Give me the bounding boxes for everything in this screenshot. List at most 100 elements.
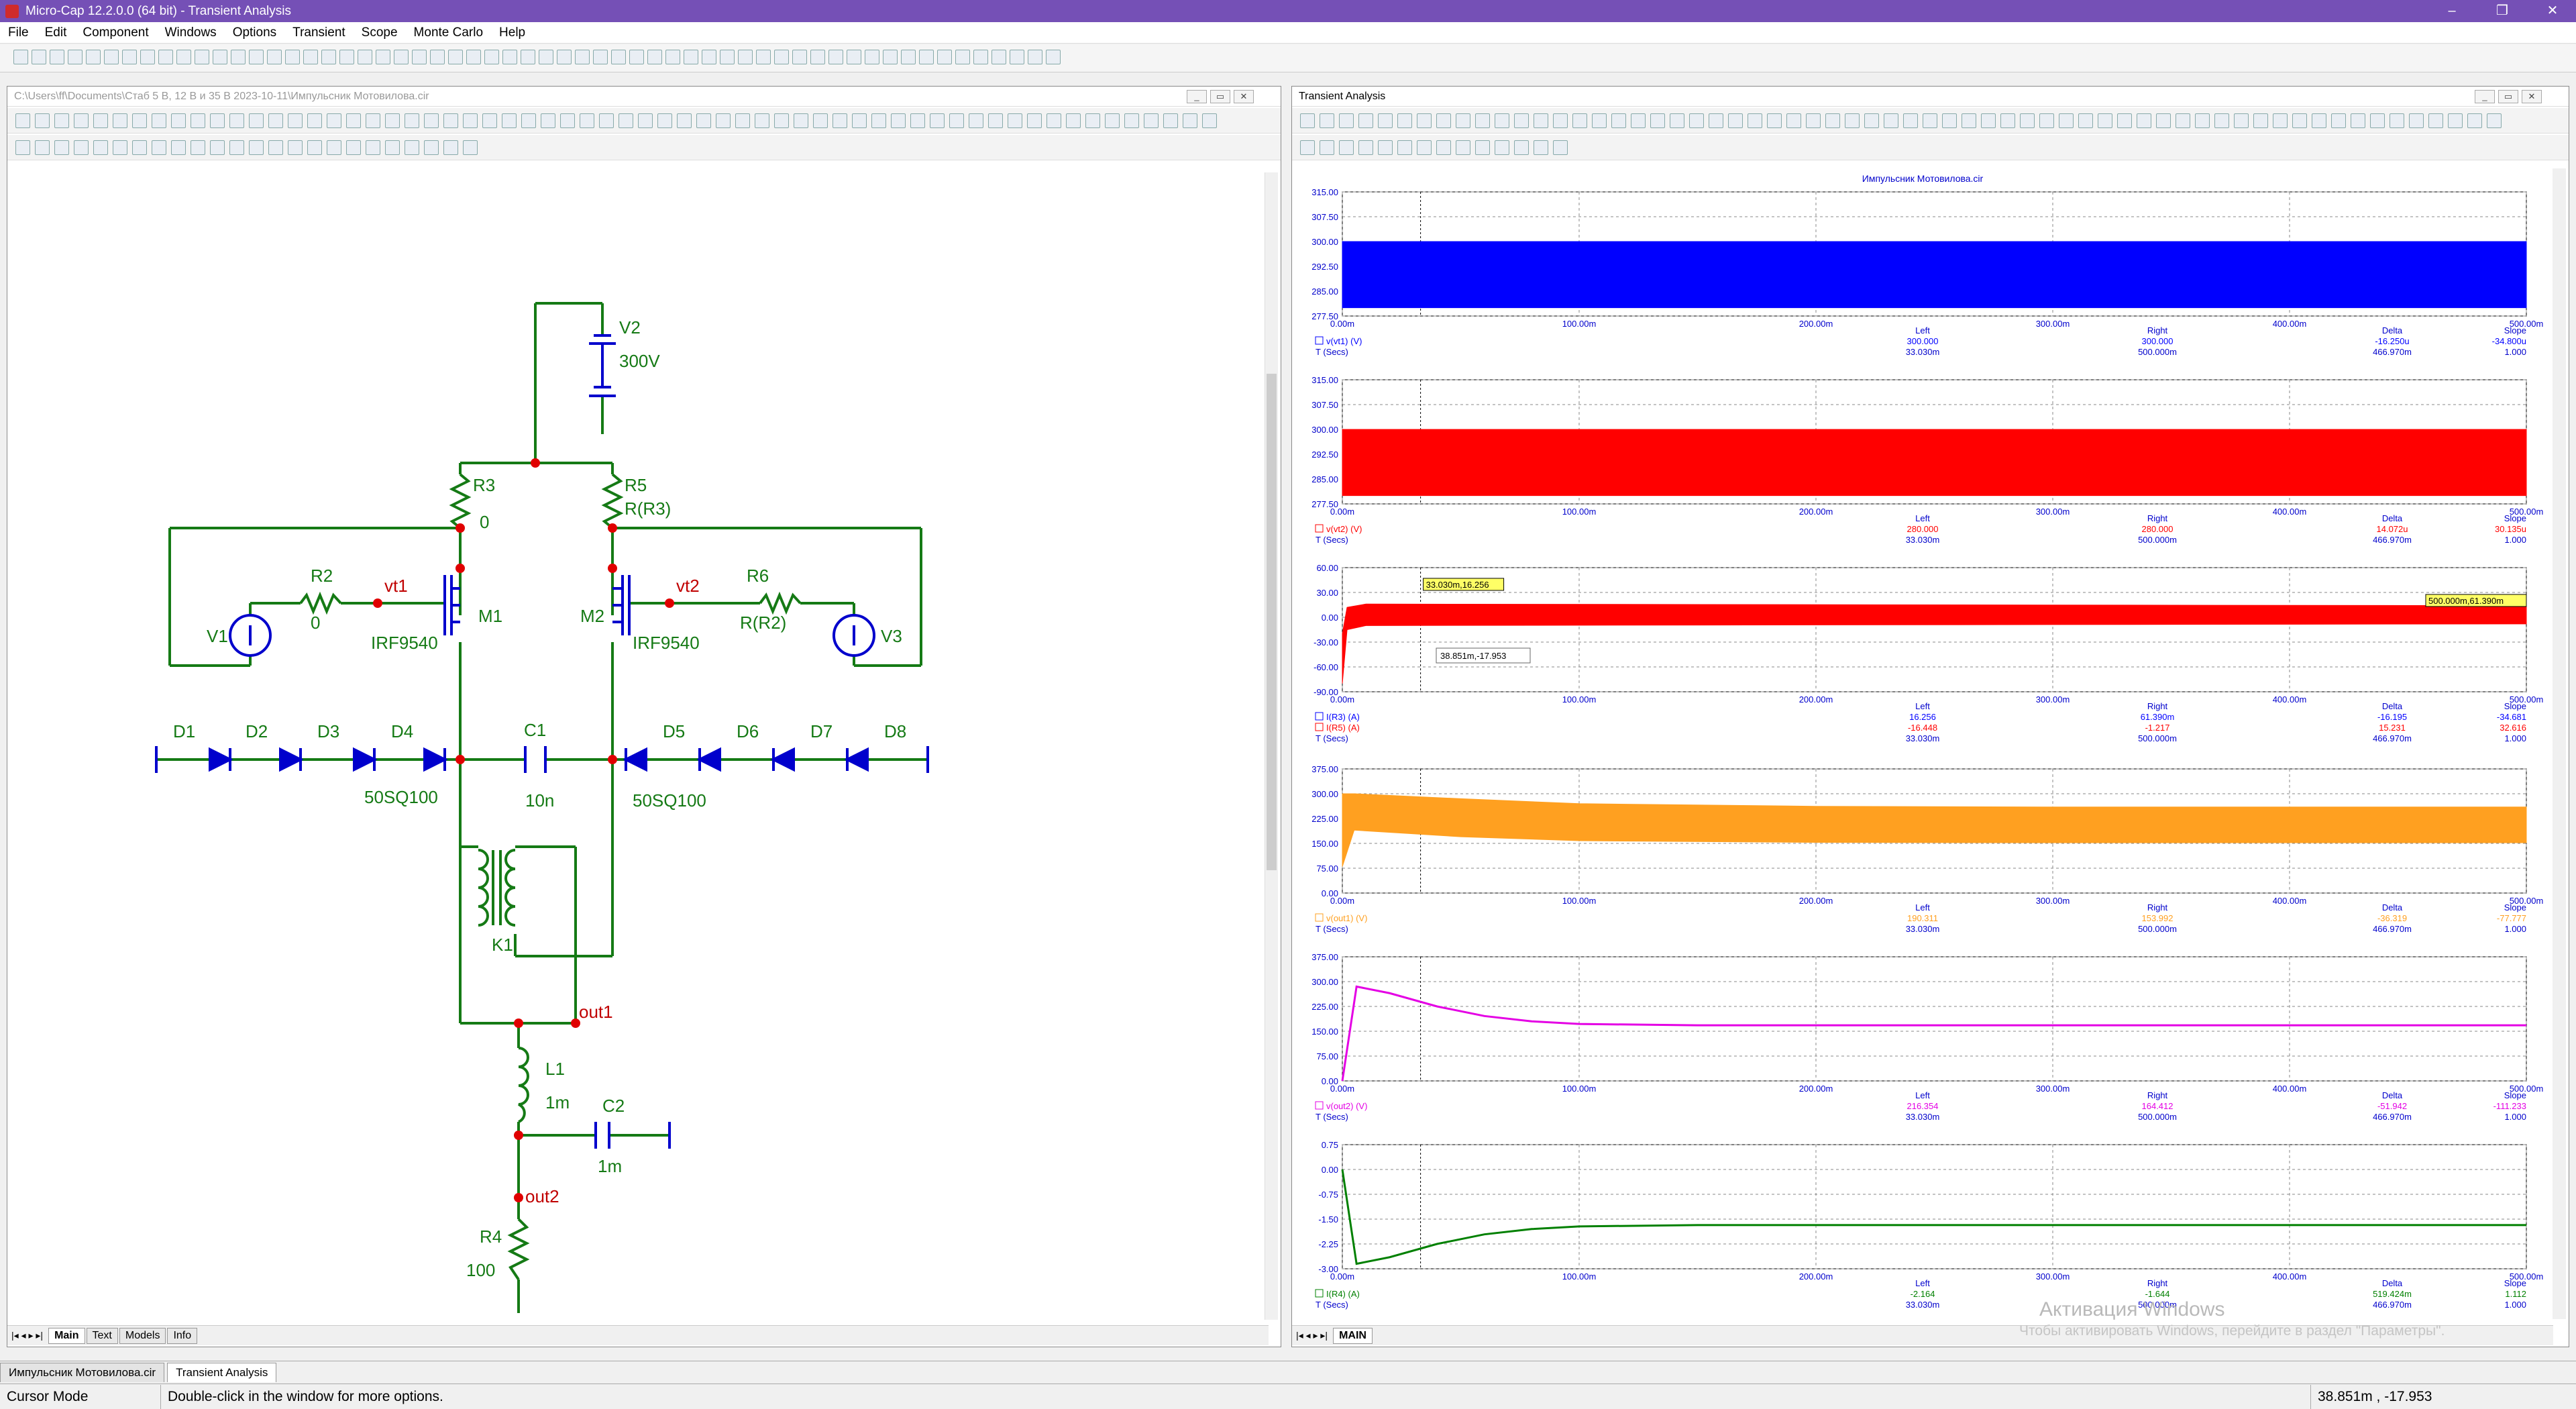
- toolbar-button[interactable]: [502, 50, 517, 64]
- toolbar-button[interactable]: [599, 113, 614, 128]
- toolbar-button[interactable]: [1611, 113, 1626, 128]
- toolbar-button[interactable]: [813, 113, 828, 128]
- toolbar-button[interactable]: [152, 113, 166, 128]
- menu-windows[interactable]: Windows: [164, 25, 217, 40]
- schematic-scroll-thumb[interactable]: [1267, 374, 1277, 870]
- menu-scope[interactable]: Scope: [361, 25, 398, 40]
- toolbar-button[interactable]: [919, 50, 934, 64]
- toolbar-button[interactable]: [988, 113, 1003, 128]
- toolbar-button[interactable]: [482, 113, 497, 128]
- toolbar-button[interactable]: [35, 113, 50, 128]
- toolbar-button[interactable]: [2214, 113, 2229, 128]
- toolbar-button[interactable]: [268, 113, 283, 128]
- toolbar-button[interactable]: [122, 50, 137, 64]
- toolbar-button[interactable]: [684, 50, 698, 64]
- toolbar-button[interactable]: [833, 113, 847, 128]
- voltage-sources[interactable]: [229, 614, 875, 657]
- toolbar-button[interactable]: [385, 113, 400, 128]
- toolbar-button[interactable]: [2292, 113, 2307, 128]
- toolbar-button[interactable]: [1105, 113, 1120, 128]
- toolbar-button[interactable]: [213, 50, 227, 64]
- toolbar-button[interactable]: [54, 140, 69, 155]
- menu-monte-carlo[interactable]: Monte Carlo: [413, 25, 484, 40]
- toolbar-button[interactable]: [140, 50, 155, 64]
- capacitors[interactable]: [524, 746, 671, 1149]
- toolbar-button[interactable]: [132, 140, 147, 155]
- toolbar-button[interactable]: [152, 140, 166, 155]
- transient-close-button[interactable]: ✕: [2522, 90, 2542, 103]
- toolbar-button[interactable]: [1417, 140, 1432, 155]
- toolbar-button[interactable]: [2234, 113, 2249, 128]
- toolbar-button[interactable]: [307, 113, 322, 128]
- schematic-minimize-button[interactable]: _: [1187, 90, 1207, 103]
- toolbar-button[interactable]: [1397, 113, 1412, 128]
- toolbar-button[interactable]: [619, 113, 633, 128]
- toolbar-button[interactable]: [321, 50, 336, 64]
- toolbar-button[interactable]: [1514, 113, 1529, 128]
- toolbar-button[interactable]: [376, 50, 390, 64]
- trace-legend-box[interactable]: [1315, 336, 1324, 345]
- toolbar-button[interactable]: [1358, 140, 1373, 155]
- toolbar-button[interactable]: [657, 113, 672, 128]
- toolbar-button[interactable]: [346, 140, 361, 155]
- toolbar-button[interactable]: [339, 50, 354, 64]
- toolbar-button[interactable]: [638, 113, 653, 128]
- toolbar-button[interactable]: [1650, 113, 1665, 128]
- toolbar-button[interactable]: [521, 113, 536, 128]
- toolbar-button[interactable]: [104, 50, 119, 64]
- toolbar-button[interactable]: [2117, 113, 2132, 128]
- toolbar-button[interactable]: [1631, 113, 1646, 128]
- toolbar-button[interactable]: [430, 50, 445, 64]
- toolbar-button[interactable]: [2331, 113, 2346, 128]
- toolbar-button[interactable]: [1475, 113, 1490, 128]
- toolbar-button[interactable]: [443, 113, 458, 128]
- toolbar-button[interactable]: [1456, 113, 1470, 128]
- toolbar-button[interactable]: [2195, 113, 2210, 128]
- toolbar-button[interactable]: [366, 140, 380, 155]
- toolbar-button[interactable]: [1397, 140, 1412, 155]
- toolbar-button[interactable]: [883, 50, 898, 64]
- toolbar-button[interactable]: [358, 50, 372, 64]
- toolbar-button[interactable]: [2273, 113, 2288, 128]
- menu-help[interactable]: Help: [499, 25, 526, 40]
- toolbar-button[interactable]: [794, 113, 808, 128]
- toolbar-button[interactable]: [677, 113, 692, 128]
- toolbar-button[interactable]: [2137, 113, 2151, 128]
- trace-legend-box[interactable]: [1315, 1289, 1324, 1298]
- toolbar-button[interactable]: [424, 113, 439, 128]
- toolbar-button[interactable]: [1010, 50, 1024, 64]
- toolbar-button[interactable]: [2176, 113, 2190, 128]
- toolbar-button[interactable]: [1320, 113, 1334, 128]
- toolbar-button[interactable]: [1709, 113, 1723, 128]
- toolbar-button[interactable]: [13, 50, 28, 64]
- toolbar-button[interactable]: [2409, 113, 2424, 128]
- toolbar-button[interactable]: [229, 140, 244, 155]
- toolbar-button[interactable]: [937, 50, 952, 64]
- toolbar-button[interactable]: [1923, 113, 1937, 128]
- toolbar-button[interactable]: [1163, 113, 1178, 128]
- tab-models[interactable]: Models: [119, 1327, 166, 1344]
- toolbar-button[interactable]: [35, 140, 50, 155]
- toolbar-button[interactable]: [249, 50, 264, 64]
- toolbar-button[interactable]: [865, 50, 879, 64]
- toolbar-button[interactable]: [2351, 113, 2365, 128]
- toolbar-button[interactable]: [366, 113, 380, 128]
- toolbar-button[interactable]: [1981, 113, 1996, 128]
- toolbar-button[interactable]: [176, 50, 191, 64]
- toolbar-button[interactable]: [949, 113, 964, 128]
- l1-inductor[interactable]: [518, 1047, 529, 1123]
- toolbar-button[interactable]: [792, 50, 807, 64]
- toolbar-button[interactable]: [1514, 140, 1529, 155]
- trace-legend-box[interactable]: [1315, 913, 1324, 922]
- toolbar-button[interactable]: [1903, 113, 1918, 128]
- toolbar-button[interactable]: [2253, 113, 2268, 128]
- toolbar-button[interactable]: [502, 113, 517, 128]
- toolbar-button[interactable]: [2370, 113, 2385, 128]
- toolbar-button[interactable]: [15, 140, 30, 155]
- toolbar-button[interactable]: [2487, 113, 2502, 128]
- toolbar-button[interactable]: [268, 140, 283, 155]
- toolbar-button[interactable]: [2020, 113, 2035, 128]
- toolbar-button[interactable]: [891, 113, 906, 128]
- toolbar-button[interactable]: [1027, 113, 1042, 128]
- toolbar-button[interactable]: [1436, 140, 1451, 155]
